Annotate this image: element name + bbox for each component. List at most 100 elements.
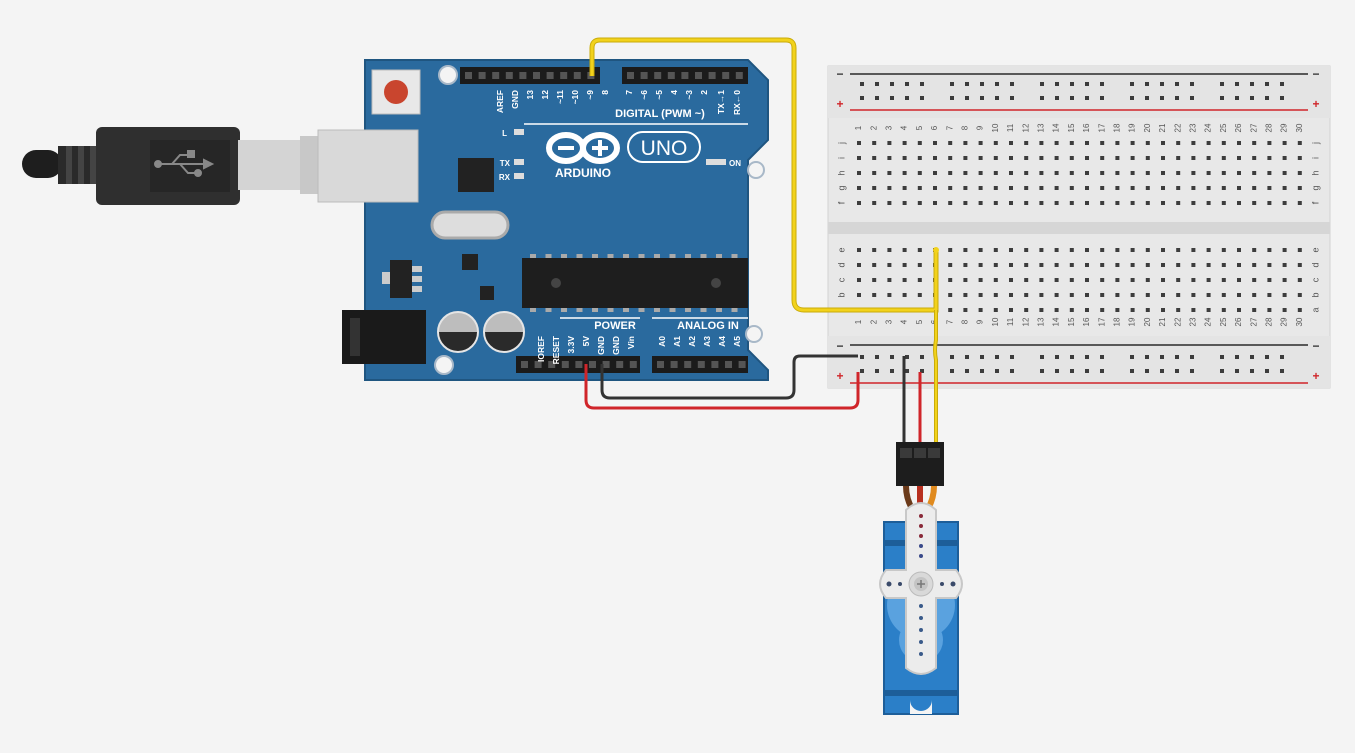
led-rx: [514, 173, 524, 179]
digital-header[interactable]: [460, 67, 748, 84]
usb-icon: [154, 150, 215, 177]
column-label: 21: [1158, 123, 1167, 132]
rail-plus-label: +: [836, 97, 843, 111]
column-label: 24: [1204, 317, 1213, 326]
column-label: 18: [1113, 317, 1122, 326]
column-label: 23: [1189, 123, 1198, 132]
row-label: c: [1310, 277, 1320, 282]
column-label: 22: [1173, 317, 1182, 326]
analog-pin-label: A3: [702, 336, 712, 347]
screw-icon: [914, 577, 928, 591]
column-label: 6: [930, 125, 939, 130]
column-label: 30: [1295, 123, 1304, 132]
row-label: f: [836, 201, 846, 204]
analog-pin-label: A1: [672, 336, 682, 347]
power-pin-label: 3.3V: [566, 336, 576, 354]
column-label: 27: [1249, 317, 1258, 326]
digital-pin-label: ~5: [654, 90, 664, 100]
column-label: 5: [915, 319, 924, 324]
voltage-regulator: [382, 260, 422, 298]
power-pin-label: 5V: [581, 336, 591, 347]
rail-minus-label: −: [836, 339, 843, 353]
digital-pin-label: ~10: [570, 90, 580, 105]
power-pin-label: IOREF: [536, 336, 546, 362]
column-label: 20: [1143, 123, 1152, 132]
power-header[interactable]: [516, 356, 640, 373]
digital-pin-label: 8: [600, 90, 610, 95]
wire-ground[interactable]: [600, 354, 858, 400]
column-label: 3: [885, 125, 894, 130]
digital-pin-label: 7: [624, 90, 634, 95]
column-label: 30: [1295, 317, 1304, 326]
column-label: 4: [900, 319, 909, 324]
atmega-chip: [522, 254, 748, 312]
column-label: 9: [976, 319, 985, 324]
rail-minus-label: −: [836, 67, 843, 81]
servo-motor[interactable]: [879, 442, 963, 715]
row-label: e: [836, 247, 846, 252]
column-label: 23: [1189, 317, 1198, 326]
column-label: 25: [1219, 317, 1228, 326]
usb-cable[interactable]: [22, 127, 326, 205]
column-label: 26: [1234, 317, 1243, 326]
column-label: 12: [1021, 123, 1030, 132]
led-tx: [514, 159, 524, 165]
arduino-logo: [546, 132, 620, 164]
column-label: 7: [945, 125, 954, 130]
servo-horn[interactable]: [879, 502, 963, 675]
power-jack: [342, 310, 426, 364]
column-label: 21: [1158, 317, 1167, 326]
reset-button[interactable]: [371, 69, 421, 115]
power-label: POWER: [594, 320, 636, 332]
column-label: 17: [1097, 123, 1106, 132]
arduino-logo-text: ARDUINO: [555, 166, 611, 180]
digital-pin-label: ~9: [585, 90, 595, 100]
wire-signal-pin9-fill: [590, 38, 938, 312]
row-label: d: [1310, 262, 1320, 267]
column-label: 7: [945, 319, 954, 324]
rail-plus-label: +: [836, 369, 843, 383]
rail-plus-label: +: [1312, 97, 1319, 111]
digital-pin-label: RX←0: [732, 90, 742, 115]
led-on-label: ON: [729, 159, 741, 168]
rail-minus-label: −: [1312, 339, 1319, 353]
digital-pin-label: ~11: [555, 90, 565, 104]
column-label: 15: [1067, 317, 1076, 326]
row-label: b: [836, 292, 846, 297]
capacitor-2: [483, 311, 525, 353]
row-label: h: [1310, 170, 1320, 175]
row-label: f: [1310, 201, 1320, 204]
column-label: 22: [1173, 123, 1182, 132]
column-label: 13: [1037, 123, 1046, 132]
column-label: 28: [1265, 123, 1274, 132]
column-label: 28: [1265, 317, 1274, 326]
column-label: 5: [915, 125, 924, 130]
column-label: 16: [1082, 123, 1091, 132]
analog-header[interactable]: [652, 356, 748, 373]
digital-pin-label: TX→1: [716, 90, 726, 114]
column-label: 13: [1037, 317, 1046, 326]
breadboard[interactable]: 1122334455667788991010111112121313141415…: [827, 65, 1331, 389]
servo-connector: [896, 442, 944, 486]
row-label: b: [1310, 292, 1320, 297]
column-label: 20: [1143, 317, 1152, 326]
led-rx-label: RX: [499, 173, 511, 182]
column-label: 29: [1280, 317, 1289, 326]
svg-text:UNO: UNO: [641, 137, 688, 160]
digital-pin-label: AREF: [495, 90, 505, 113]
digital-pin-label: 4: [669, 90, 679, 95]
digital-pin-label: 12: [540, 90, 550, 100]
column-label: 11: [1006, 317, 1015, 326]
column-label: 1: [854, 125, 863, 130]
analog-pin-label: A4: [717, 336, 727, 347]
digital-pin-label: 2: [699, 90, 709, 95]
rail-plus-label: +: [1312, 369, 1319, 383]
column-label: 8: [961, 125, 970, 130]
arduino-uno-board[interactable]: L TX RX ON ARDUINO UNO: [317, 59, 769, 381]
row-label: j: [1310, 142, 1320, 145]
wire-power-5v[interactable]: [584, 364, 860, 410]
row-label: g: [836, 185, 846, 190]
crystal-oscillator: [430, 210, 510, 240]
column-label: 12: [1021, 317, 1030, 326]
